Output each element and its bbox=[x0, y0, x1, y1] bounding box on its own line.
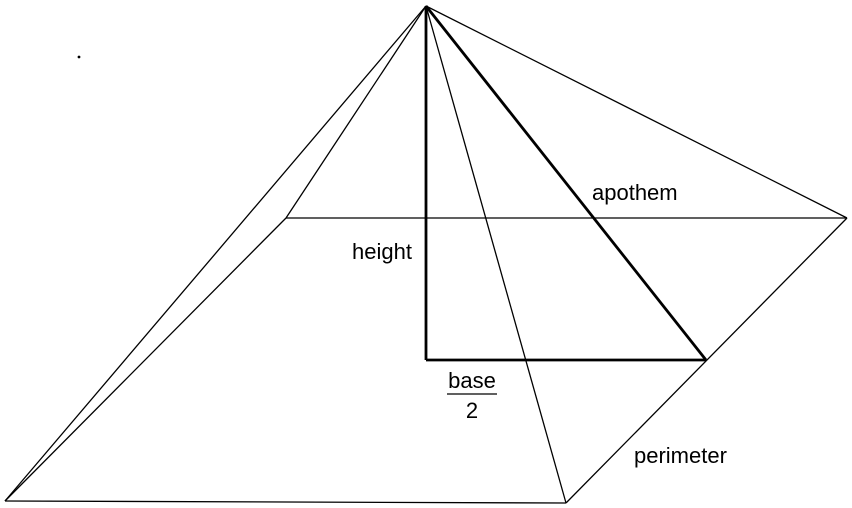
height-label: height bbox=[352, 239, 412, 264]
diagram-strokes bbox=[4, 5, 848, 504]
base-numerator-label: base bbox=[448, 368, 496, 393]
apothem-line bbox=[424, 5, 708, 361]
base-right-edge bbox=[565, 217, 848, 504]
stray-dot bbox=[77, 55, 81, 59]
apothem-label: apothem bbox=[592, 180, 678, 205]
base-left-edge bbox=[4, 217, 287, 502]
lateral-edge-back bbox=[285, 5, 427, 219]
lateral-edge-front bbox=[425, 5, 567, 504]
base-denominator-label: 2 bbox=[466, 398, 478, 423]
lateral-edge-right bbox=[425, 5, 848, 219]
perimeter-label: perimeter bbox=[634, 443, 727, 468]
lateral-edge-left bbox=[4, 5, 427, 502]
base-front-edge bbox=[4, 500, 567, 504]
